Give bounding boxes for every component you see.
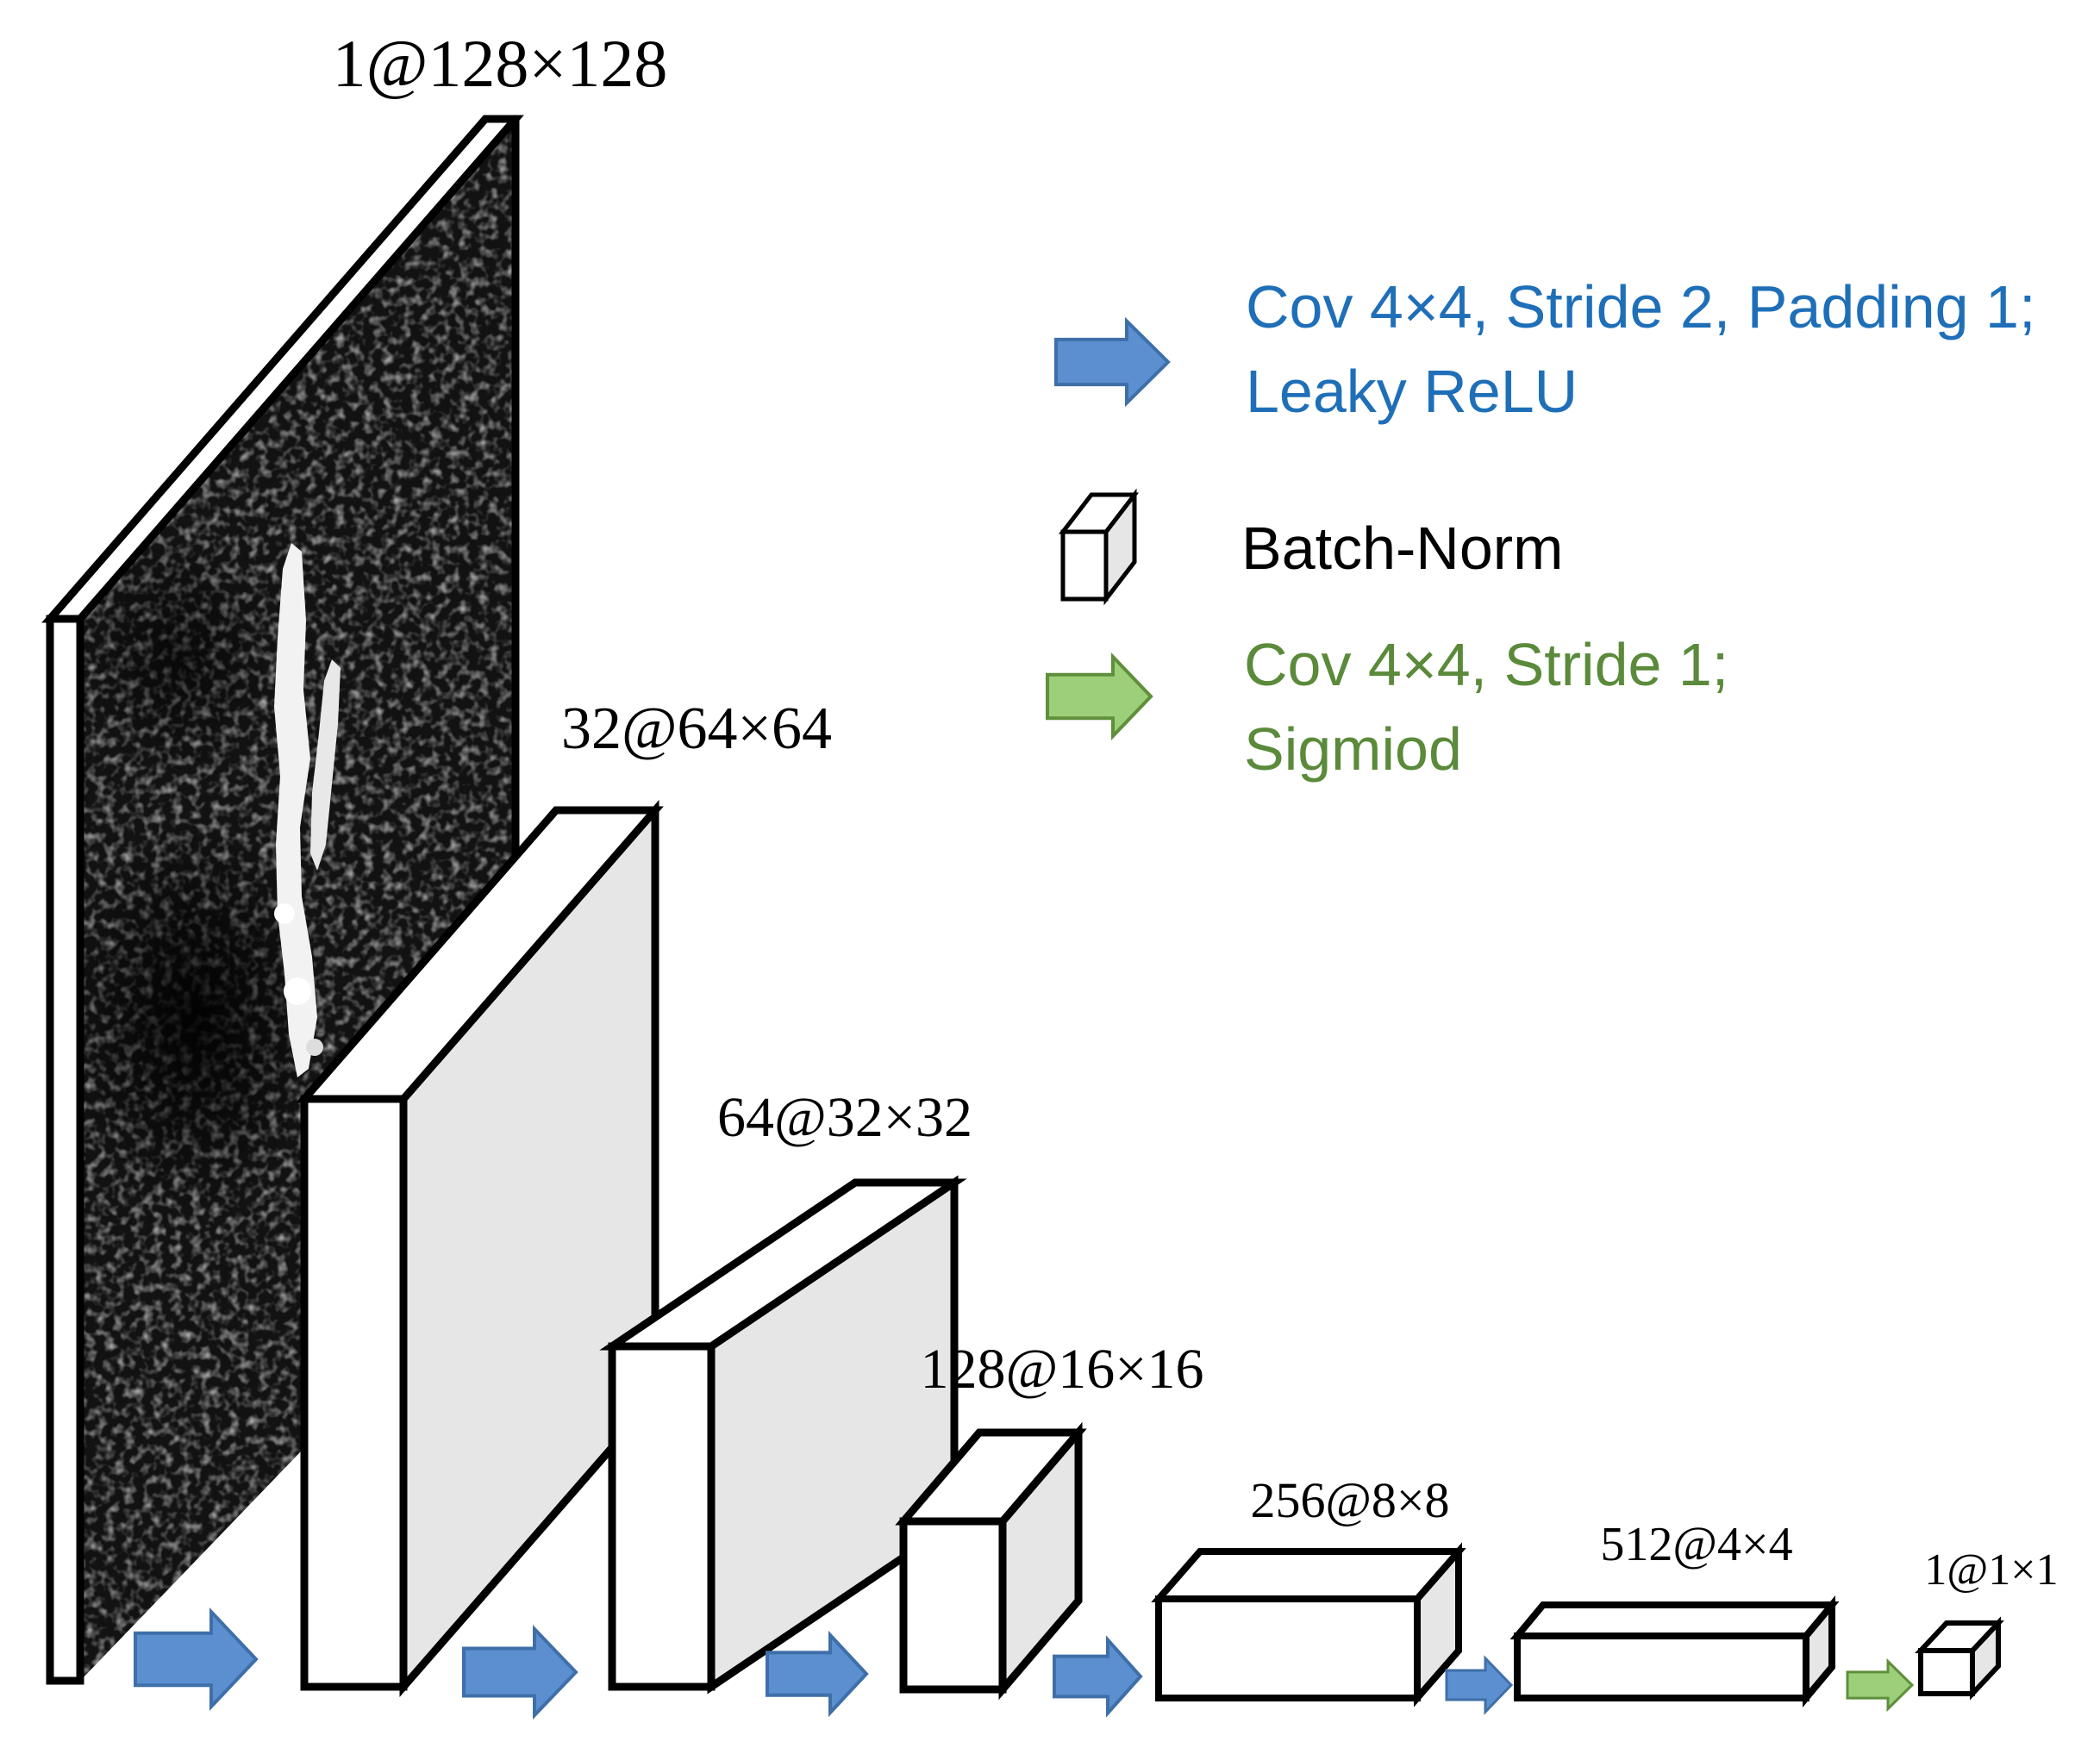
feature-block-conv2-front-face bbox=[608, 1342, 716, 1691]
blue-arrow-icon bbox=[1054, 316, 1171, 408]
legend-blue-line-1: Cov 4×4, Stride 2, Padding 1; bbox=[1246, 273, 2035, 340]
flow-arrow-2 bbox=[462, 1625, 578, 1720]
cube-icon bbox=[1058, 488, 1140, 606]
flow-arrow-6 bbox=[1846, 1657, 1915, 1713]
legend-green-line-1: Cov 4×4, Stride 1; bbox=[1244, 631, 1728, 698]
layer-label-conv1: 32@64×64 bbox=[561, 696, 832, 762]
feature-block-conv4-top-face bbox=[1151, 1548, 1466, 1602]
feature-block-conv4 bbox=[1151, 1542, 1466, 1707]
legend-green-line-2: Sigmiod bbox=[1244, 715, 1462, 783]
green-arrow-icon bbox=[1046, 652, 1153, 740]
layer-label-conv3: 128@16×16 bbox=[920, 1338, 1203, 1401]
feature-block-output-front-face bbox=[1918, 1648, 1975, 1696]
feature-block-conv5 bbox=[1509, 1595, 1840, 1708]
feature-block-conv4-front-face bbox=[1155, 1595, 1421, 1701]
legend-blue-line-2: Leaky ReLU bbox=[1246, 358, 1578, 425]
flow-arrow-5 bbox=[1445, 1655, 1514, 1715]
layer-label-conv4: 256@8×8 bbox=[1250, 1472, 1449, 1528]
feature-block-conv5-front-face bbox=[1514, 1633, 1809, 1701]
flow-arrow-4 bbox=[1053, 1635, 1143, 1718]
feature-block-conv5-top-face bbox=[1509, 1601, 1840, 1639]
layer-label-conv2: 64@32×32 bbox=[717, 1086, 972, 1149]
flow-arrow-1 bbox=[134, 1607, 259, 1712]
legend-batch-norm-label: Batch-Norm bbox=[1241, 515, 1563, 582]
cube-icon-front-face bbox=[1060, 529, 1109, 602]
layer-label-input: 1@128×128 bbox=[333, 26, 668, 101]
feature-block-conv3-front-face bbox=[899, 1517, 1007, 1694]
layer-label-conv5: 512@4×4 bbox=[1600, 1518, 1792, 1571]
feature-block-output bbox=[1915, 1616, 2004, 1701]
legend: Cov 4×4, Stride 2, Padding 1; Leaky ReLU… bbox=[1046, 273, 2035, 783]
flow-arrow-3 bbox=[766, 1630, 869, 1718]
layer-label-output: 1@1×1 bbox=[1924, 1545, 2058, 1595]
feature-block-conv3 bbox=[895, 1421, 1087, 1701]
feature-block-conv1-front-face bbox=[300, 1095, 408, 1691]
